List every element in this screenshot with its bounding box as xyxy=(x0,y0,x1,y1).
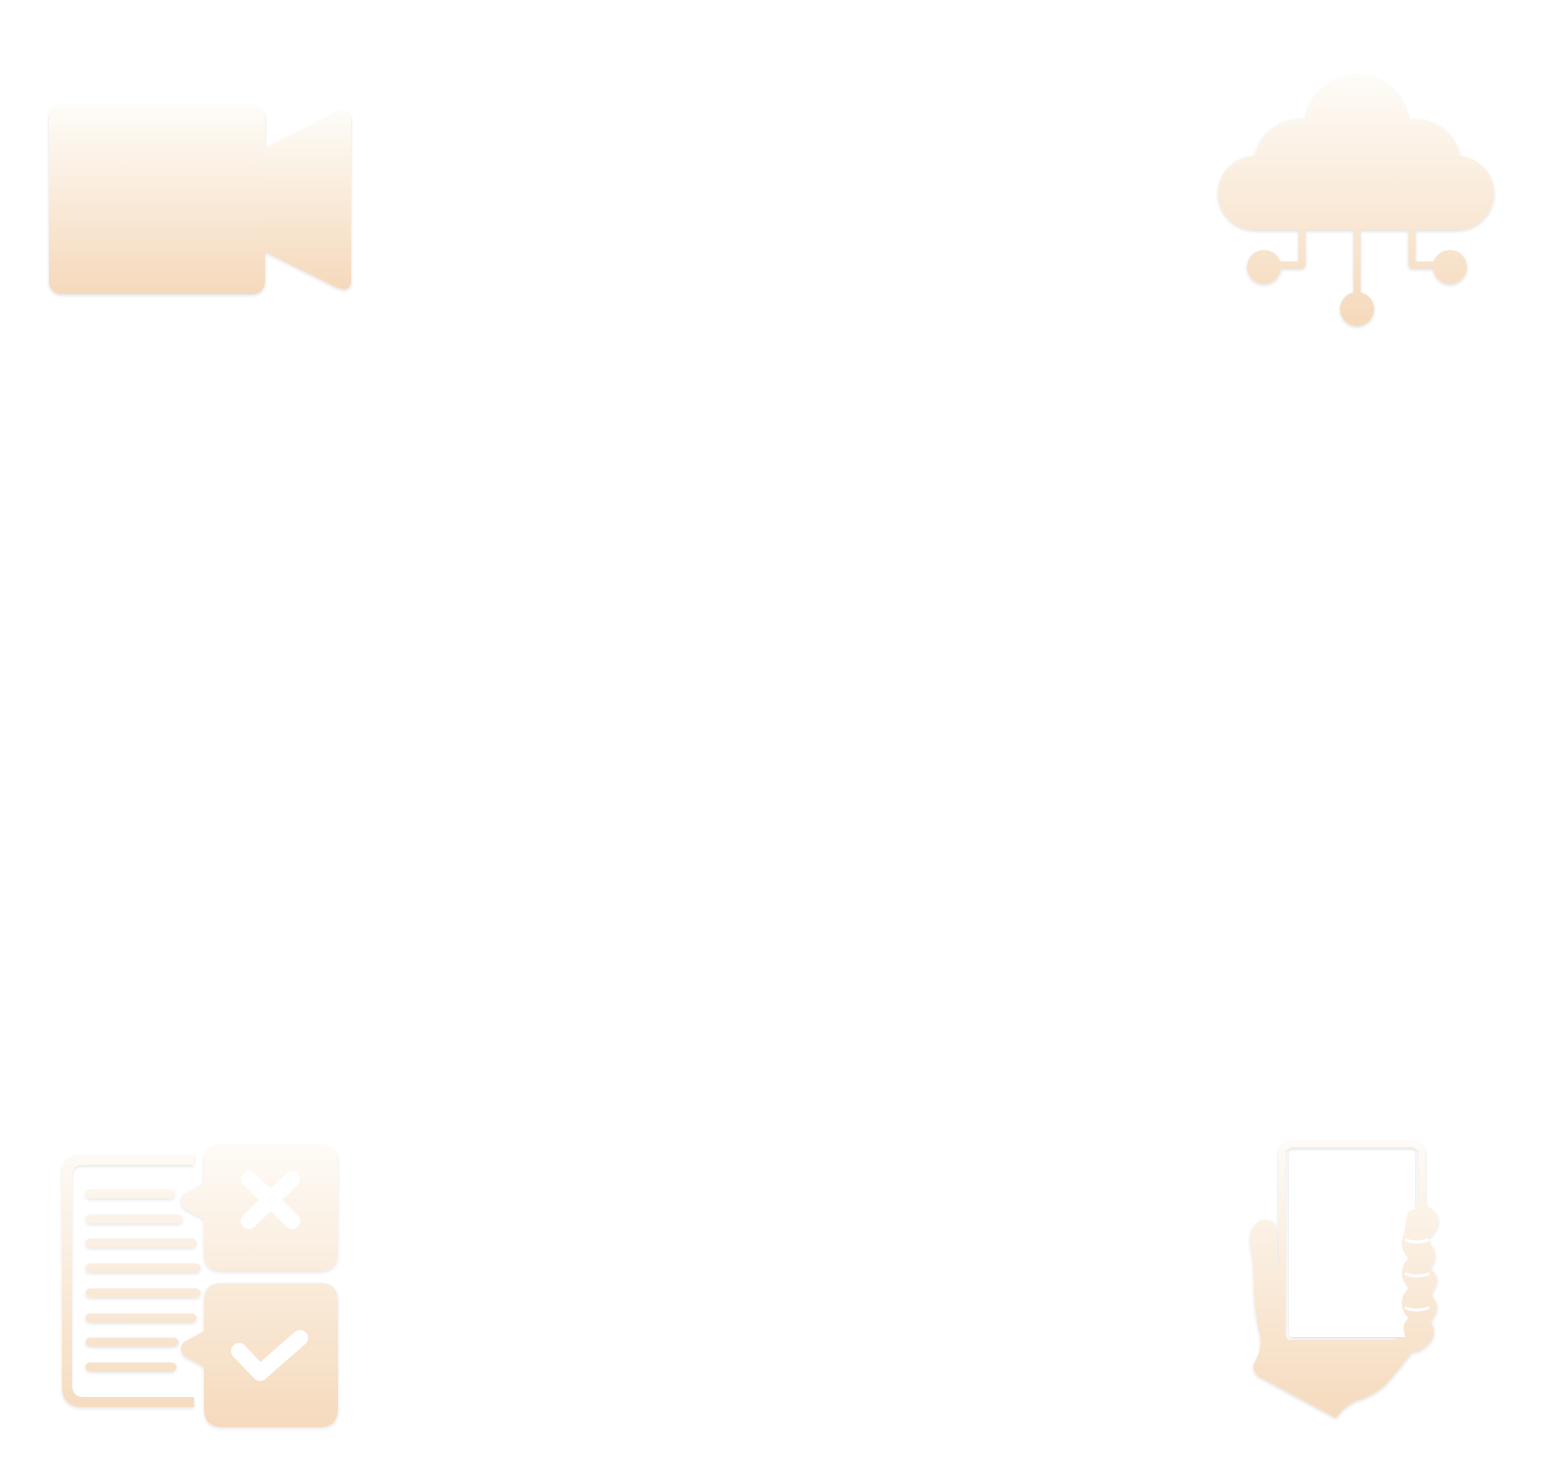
finger-lines xyxy=(1404,1238,1430,1312)
check-mark-icon xyxy=(231,1330,308,1381)
cloud-network-icon xyxy=(1210,65,1505,335)
network-lines xyxy=(1280,229,1436,293)
hand-shape xyxy=(1250,1204,1439,1418)
video-camera-icon xyxy=(40,95,360,305)
checklist-approval-icon xyxy=(52,1135,348,1437)
document-lines xyxy=(85,1189,201,1372)
phone-screen xyxy=(1289,1151,1415,1337)
hand-holding-phone-svg xyxy=(1250,1140,1439,1418)
camera-lens xyxy=(264,111,351,289)
cloud-network-svg xyxy=(1218,75,1494,326)
approve-card xyxy=(181,1283,338,1427)
x-mark-icon xyxy=(241,1171,300,1229)
network-nodes xyxy=(1247,250,1467,326)
cloud-shape xyxy=(1218,75,1494,230)
camera-body xyxy=(49,106,265,294)
hand-holding-phone-icon xyxy=(1240,1130,1455,1430)
checklist-approval-svg xyxy=(62,1145,338,1427)
video-camera-svg xyxy=(49,106,351,294)
